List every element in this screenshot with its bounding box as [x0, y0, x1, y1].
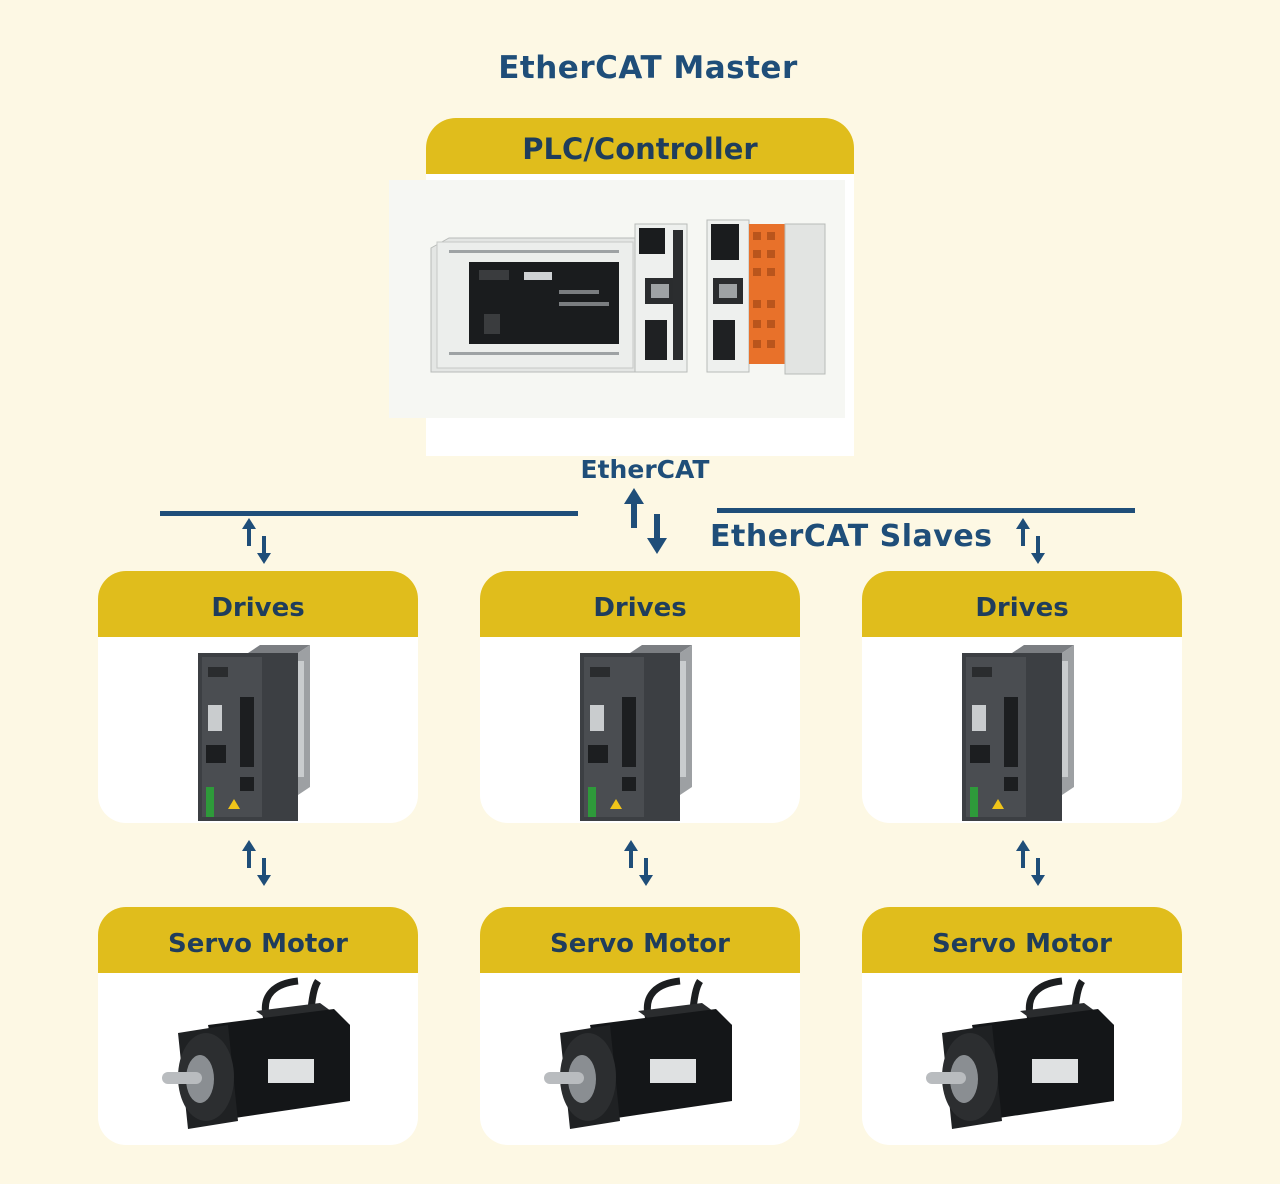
plc-icon [430, 219, 826, 375]
drive-card-header: Drives [98, 571, 418, 637]
servo-card-2: Servo Motor [480, 907, 800, 1145]
servo-motor-icon [926, 977, 1114, 1129]
drive-icon [198, 645, 310, 821]
drive-icon [580, 645, 692, 821]
drive-card-3: Drives [862, 571, 1182, 823]
drive-card-2: Drives [480, 571, 800, 823]
plc-controller-image [389, 180, 845, 418]
bidirectional-arrow-icon [624, 488, 667, 554]
drive-card-1: Drives [98, 571, 418, 823]
bidirectional-arrow-icon [1016, 518, 1045, 564]
bidirectional-arrow-icon [1016, 840, 1045, 886]
bidirectional-arrow-icon [242, 840, 271, 886]
servo-card-header: Servo Motor [98, 907, 418, 973]
servo-card-1: Servo Motor [98, 907, 418, 1145]
drive-icon [962, 645, 1074, 821]
master-title: EtherCAT Master [498, 50, 798, 86]
servo-card-header: Servo Motor [480, 907, 800, 973]
ethercat-slaves-label: EtherCAT Slaves [710, 519, 993, 554]
ethercat-bus-right [717, 508, 1135, 513]
servo-motor-icon [544, 977, 732, 1129]
drive-card-header: Drives [862, 571, 1182, 637]
drive-card-header: Drives [480, 571, 800, 637]
servo-card-header: Servo Motor [862, 907, 1182, 973]
ethercat-label: EtherCAT [580, 455, 710, 484]
plc-card-header: PLC/Controller [426, 118, 854, 174]
bidirectional-arrow-icon [242, 518, 271, 564]
ethercat-bus-left [160, 511, 578, 516]
bidirectional-arrow-icon [624, 840, 653, 886]
servo-card-3: Servo Motor [862, 907, 1182, 1145]
servo-motor-icon [162, 977, 350, 1129]
